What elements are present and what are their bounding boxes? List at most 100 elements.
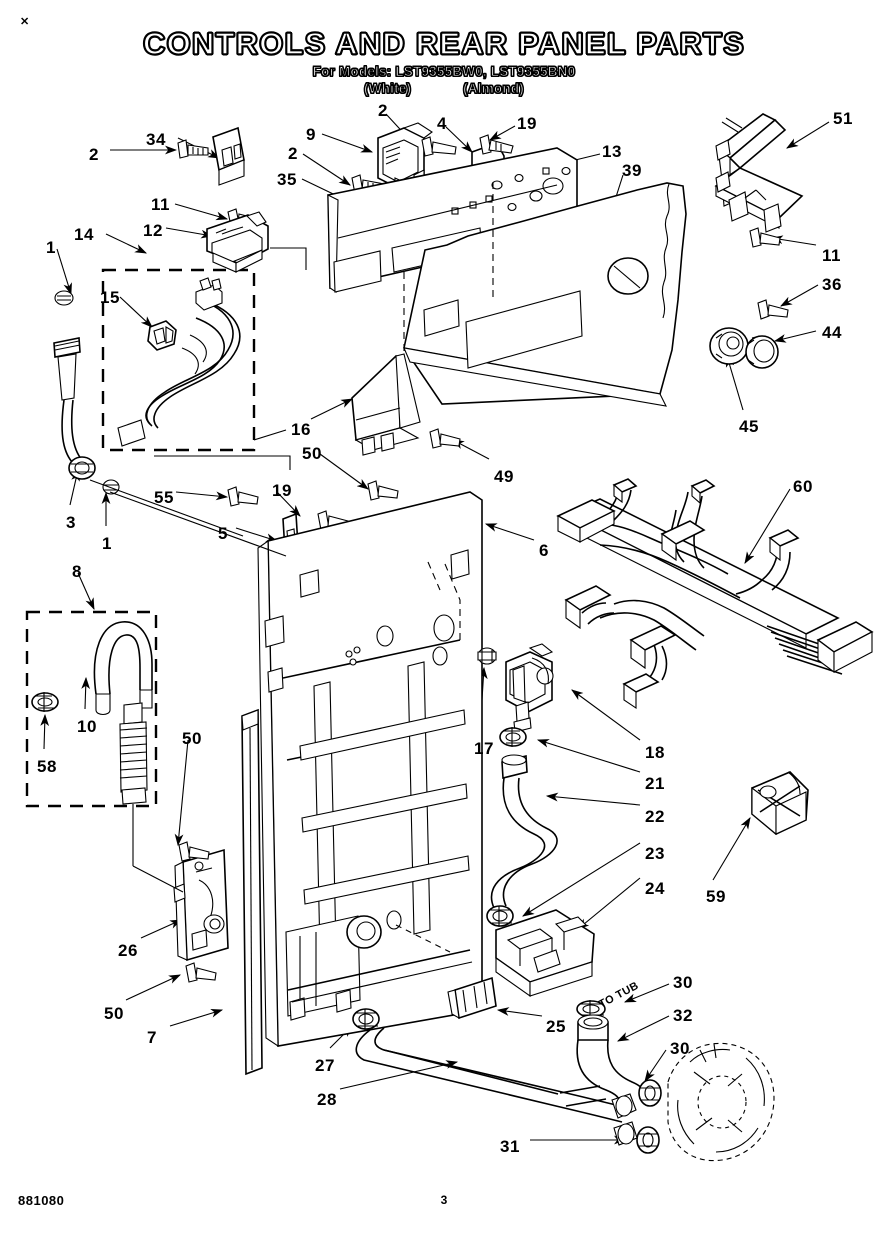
part-1-hose-clamp-upper [54,290,74,306]
part-2-screw-top [421,136,457,157]
callout-9: 9 [306,125,316,144]
part-55-screw [227,486,259,507]
callout-28: 28 [317,1090,337,1109]
callout-58: 58 [37,757,57,776]
part-15-strain-relief [147,320,177,351]
part-14-power-cord [117,277,241,447]
callout-51: 51 [833,109,853,128]
callout-44: 44 [822,323,842,342]
part-9-timer [377,122,433,195]
page-title: CONTROLS AND REAR PANEL PARTS [142,26,745,61]
part-12-water-valve [206,211,269,273]
callout-12: 12 [143,221,163,240]
callout-31: 31 [500,1137,520,1156]
callout-21: 21 [645,774,665,793]
diagram-header: CONTROLS AND REAR PANEL PARTS For Models… [0,26,888,96]
part-10-drain-hose-upper [93,621,153,716]
model-numbers: LST9355BW0, LST9355BN0 [395,63,576,79]
callout-45: 45 [739,417,759,436]
callout-18: 18 [645,743,665,762]
callout-36: 36 [822,275,842,294]
callout-17: 17 [474,739,494,758]
part-21-hose-clamp [499,727,527,747]
callout-5: 5 [218,524,228,543]
model-prefix: For Models: [312,63,392,79]
part-16-end-cap [351,353,421,456]
part-50-screw-lower [185,962,217,983]
part-39-console-top-cover [403,182,687,407]
callout-2: 2 [89,145,99,164]
drain-hose-group-dashed-box [25,610,158,808]
part-1-washer-lower [102,479,120,495]
part-32-tub-hose [576,1014,647,1119]
part-3-fill-hose [53,337,96,480]
callout-15: 15 [100,288,120,307]
callout-3: 3 [66,513,76,532]
callout-32: 32 [673,1006,693,1025]
finish-almond: (Almond) [463,80,525,96]
callout-34: 34 [146,130,166,149]
part-23-hose-clamp-lower [486,905,514,927]
callout-10: 10 [77,717,97,736]
part-25-hose-coupler [447,976,497,1020]
finish-line: (White) (Almond) [0,80,888,96]
callout-7: 7 [147,1028,157,1047]
part-24-pump-assembly [495,909,595,998]
part-28-drain-hose [355,1027,629,1123]
footer-document-number: 881080 [18,1193,65,1208]
callout-35: 35 [277,170,297,189]
footer-page-number: 3 [440,1193,448,1207]
callout-60: 60 [793,477,813,496]
callout-11: 11 [822,246,841,265]
part-31-clamp-bottom [613,1121,660,1154]
part-drain-hose-flex [119,702,148,866]
callout-13: 13 [602,142,622,161]
callout-50: 50 [104,1004,124,1023]
callout-2: 2 [288,144,298,163]
callout-26: 26 [118,941,138,960]
tub-outline-ghost [667,1042,775,1162]
part-2-screw-upper [177,139,209,159]
callout-39: 39 [622,161,642,180]
callout-19: 19 [272,481,292,500]
callout-4: 4 [437,114,447,133]
part-51-hinge-bracket [714,113,804,233]
callout-55: 55 [154,488,174,507]
part-18-water-inlet-valve [505,643,554,733]
callout-22: 22 [645,807,665,826]
callout-27: 27 [315,1056,335,1075]
callout-1: 1 [102,534,112,553]
callout-24: 24 [645,879,665,898]
callout-49: 49 [494,467,514,486]
part-50-screw-mid [178,841,210,862]
part-49-screw [429,428,461,449]
callout-25: 25 [546,1017,566,1036]
callout-19: 19 [517,114,537,133]
callout-30: 30 [673,973,693,992]
callout-59: 59 [706,887,726,906]
part-6-rear-panel [257,491,483,1048]
part-22-hose [490,754,558,909]
part-44-control-knob [745,335,779,369]
callout-2: 2 [378,101,388,120]
callout-23: 23 [645,844,665,863]
part-34-switch [212,126,245,186]
callout-1: 1 [46,238,56,257]
part-27-hose-clamp-panel [352,1008,380,1030]
part-59-brace [751,771,809,836]
cord-group-dashed-box [101,268,256,452]
registration-mark: ✕ [20,16,30,28]
callout-14: 14 [74,225,94,244]
part-26-pump-bracket [173,848,229,962]
part-19-screw-console [479,134,514,155]
callout-50: 50 [182,729,202,748]
connector-construction-lines [89,182,494,953]
callout-16: 16 [291,420,311,439]
part-36-screw-right [757,299,789,320]
finish-white: (White) [363,80,412,96]
part-50-screw-upper [367,480,399,501]
callout-30: 30 [670,1039,690,1058]
part-60-wire-harness [556,478,874,710]
